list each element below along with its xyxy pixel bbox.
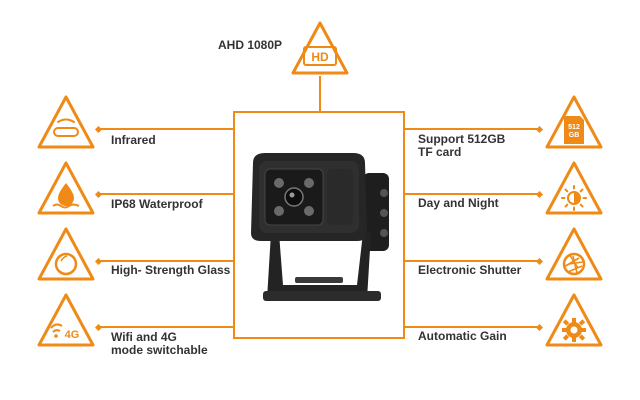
glass-lens-icon [37, 227, 95, 281]
connector-dot [535, 257, 544, 266]
camera-image [251, 153, 389, 301]
infrared-icon [37, 95, 95, 149]
water-drop-icon [37, 161, 95, 215]
left-connector-line-1 [100, 128, 234, 130]
connector-dot [535, 323, 544, 332]
right-connector-line-3 [404, 260, 540, 262]
gear-icon [545, 293, 603, 347]
hd-icon-text: HD [311, 50, 329, 64]
connector-dot [535, 125, 544, 134]
feature-label-gain: Automatic Gain [418, 329, 507, 343]
feature-label-waterproof: IP68 Waterproof [111, 197, 203, 211]
feature-label-glass: High- Strength Glass [111, 263, 231, 277]
day-night-icon [545, 161, 603, 215]
feature-label-day-night: Day and Night [418, 196, 499, 210]
right-connector-line-1 [404, 128, 540, 130]
connector-dot [535, 190, 544, 199]
shutter-icon [545, 227, 603, 281]
feature-label-ahd: AHD 1080P [218, 38, 283, 52]
hd-icon: HD [291, 21, 349, 75]
feature-label-infrared: Infrared [111, 133, 156, 147]
left-connector-line-4 [100, 326, 234, 328]
wifi-4g-icon: 4G [37, 293, 95, 347]
feature-label-tf-card: Support 512GB TF card [418, 132, 506, 159]
wifi-4g-icon-text: 4G [65, 329, 80, 341]
top-connector-line [319, 76, 321, 112]
left-connector-line-3 [100, 260, 234, 262]
feature-label-shutter: Electronic Shutter [418, 263, 522, 277]
left-connector-line-2 [100, 193, 234, 195]
right-connector-line-4 [404, 326, 540, 328]
right-connector-line-2 [404, 193, 540, 195]
feature-label-wifi-4g: Wifi and 4G mode switchable [111, 330, 208, 357]
product-frame [233, 111, 405, 339]
